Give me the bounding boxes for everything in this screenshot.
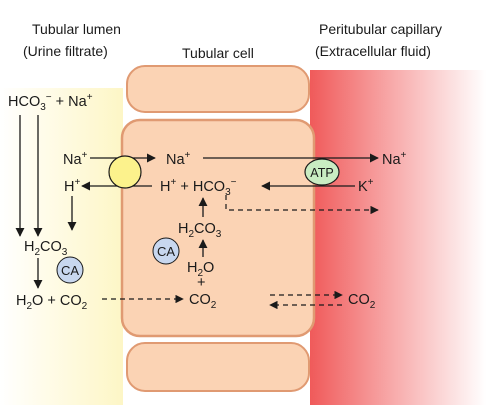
lumen-ca-label: CA (61, 263, 79, 278)
cell-plus-label: + (197, 275, 205, 291)
cell-h-hco3-label: H+ + HCO3− (160, 177, 237, 198)
cell-ca-label: CA (157, 244, 175, 259)
capillary-header-title: Peritubular capillary (319, 21, 442, 37)
na-k-atpase-pump (304, 158, 340, 186)
lumen-header-title: Tubular lumen (32, 21, 121, 37)
cell-carbonic-anhydrase (152, 237, 180, 265)
na-h-exchanger (108, 155, 142, 189)
lumen-h-label: H+ (64, 177, 80, 195)
cell-co2-label: CO2 (189, 292, 217, 311)
lumen-hco3-na-label: HCO3− + Na+ (8, 92, 93, 113)
cell-bottom-segment (126, 342, 310, 392)
capillary-region (310, 70, 486, 405)
cell-header: Tubular cell (182, 45, 254, 61)
lumen-na-label: Na+ (63, 150, 88, 168)
tubular-cell-body (120, 118, 316, 338)
arrow-hco3-to-capillary (225, 195, 379, 215)
lumen-header-subtitle: (Urine filtrate) (23, 43, 108, 59)
capillary-co2-label: CO2 (348, 292, 376, 311)
cell-h2co3-label: H2CO3 (178, 221, 222, 240)
lumen-h2co3-label: H2CO3 (24, 239, 68, 258)
lumen-carbonic-anhydrase (56, 256, 84, 284)
cell-h2o-label: H2O (187, 260, 214, 279)
atp-label: ATP (310, 166, 333, 180)
capillary-header-subtitle: (Extracellular fluid) (315, 43, 431, 59)
lumen-water-co2-label: H2O + CO2 (16, 293, 88, 312)
cell-na-label: Na+ (166, 150, 191, 168)
capillary-na-label: Na+ (382, 150, 407, 168)
capillary-k-label: K+ (358, 177, 374, 195)
cell-top-segment (126, 65, 310, 113)
